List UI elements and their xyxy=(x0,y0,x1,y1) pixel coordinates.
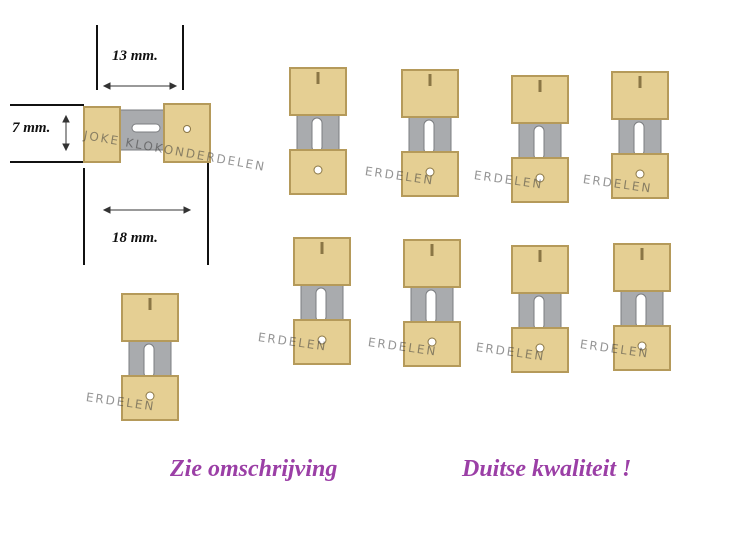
spring-5 xyxy=(293,237,351,365)
spring-7 xyxy=(511,245,569,373)
diagram-spring xyxy=(83,103,211,163)
spring-8 xyxy=(613,243,671,371)
spring-3 xyxy=(511,75,569,203)
caption-description: Zie omschrijving xyxy=(170,456,338,482)
spring-2 xyxy=(401,69,459,197)
suspension-springs xyxy=(121,67,671,421)
dimension-width-bottom: 18 mm. xyxy=(112,230,158,246)
spring-4 xyxy=(611,71,669,199)
spring-9 xyxy=(121,293,179,421)
spring-1 xyxy=(289,67,347,195)
dimension-arrows xyxy=(62,82,192,214)
caption-quality: Duitse kwaliteit ! xyxy=(462,456,632,482)
dimension-height: 7 mm. xyxy=(12,120,51,136)
dimension-width-top: 13 mm. xyxy=(112,48,158,64)
spring-6 xyxy=(403,239,461,367)
diagram-lines xyxy=(10,25,209,265)
